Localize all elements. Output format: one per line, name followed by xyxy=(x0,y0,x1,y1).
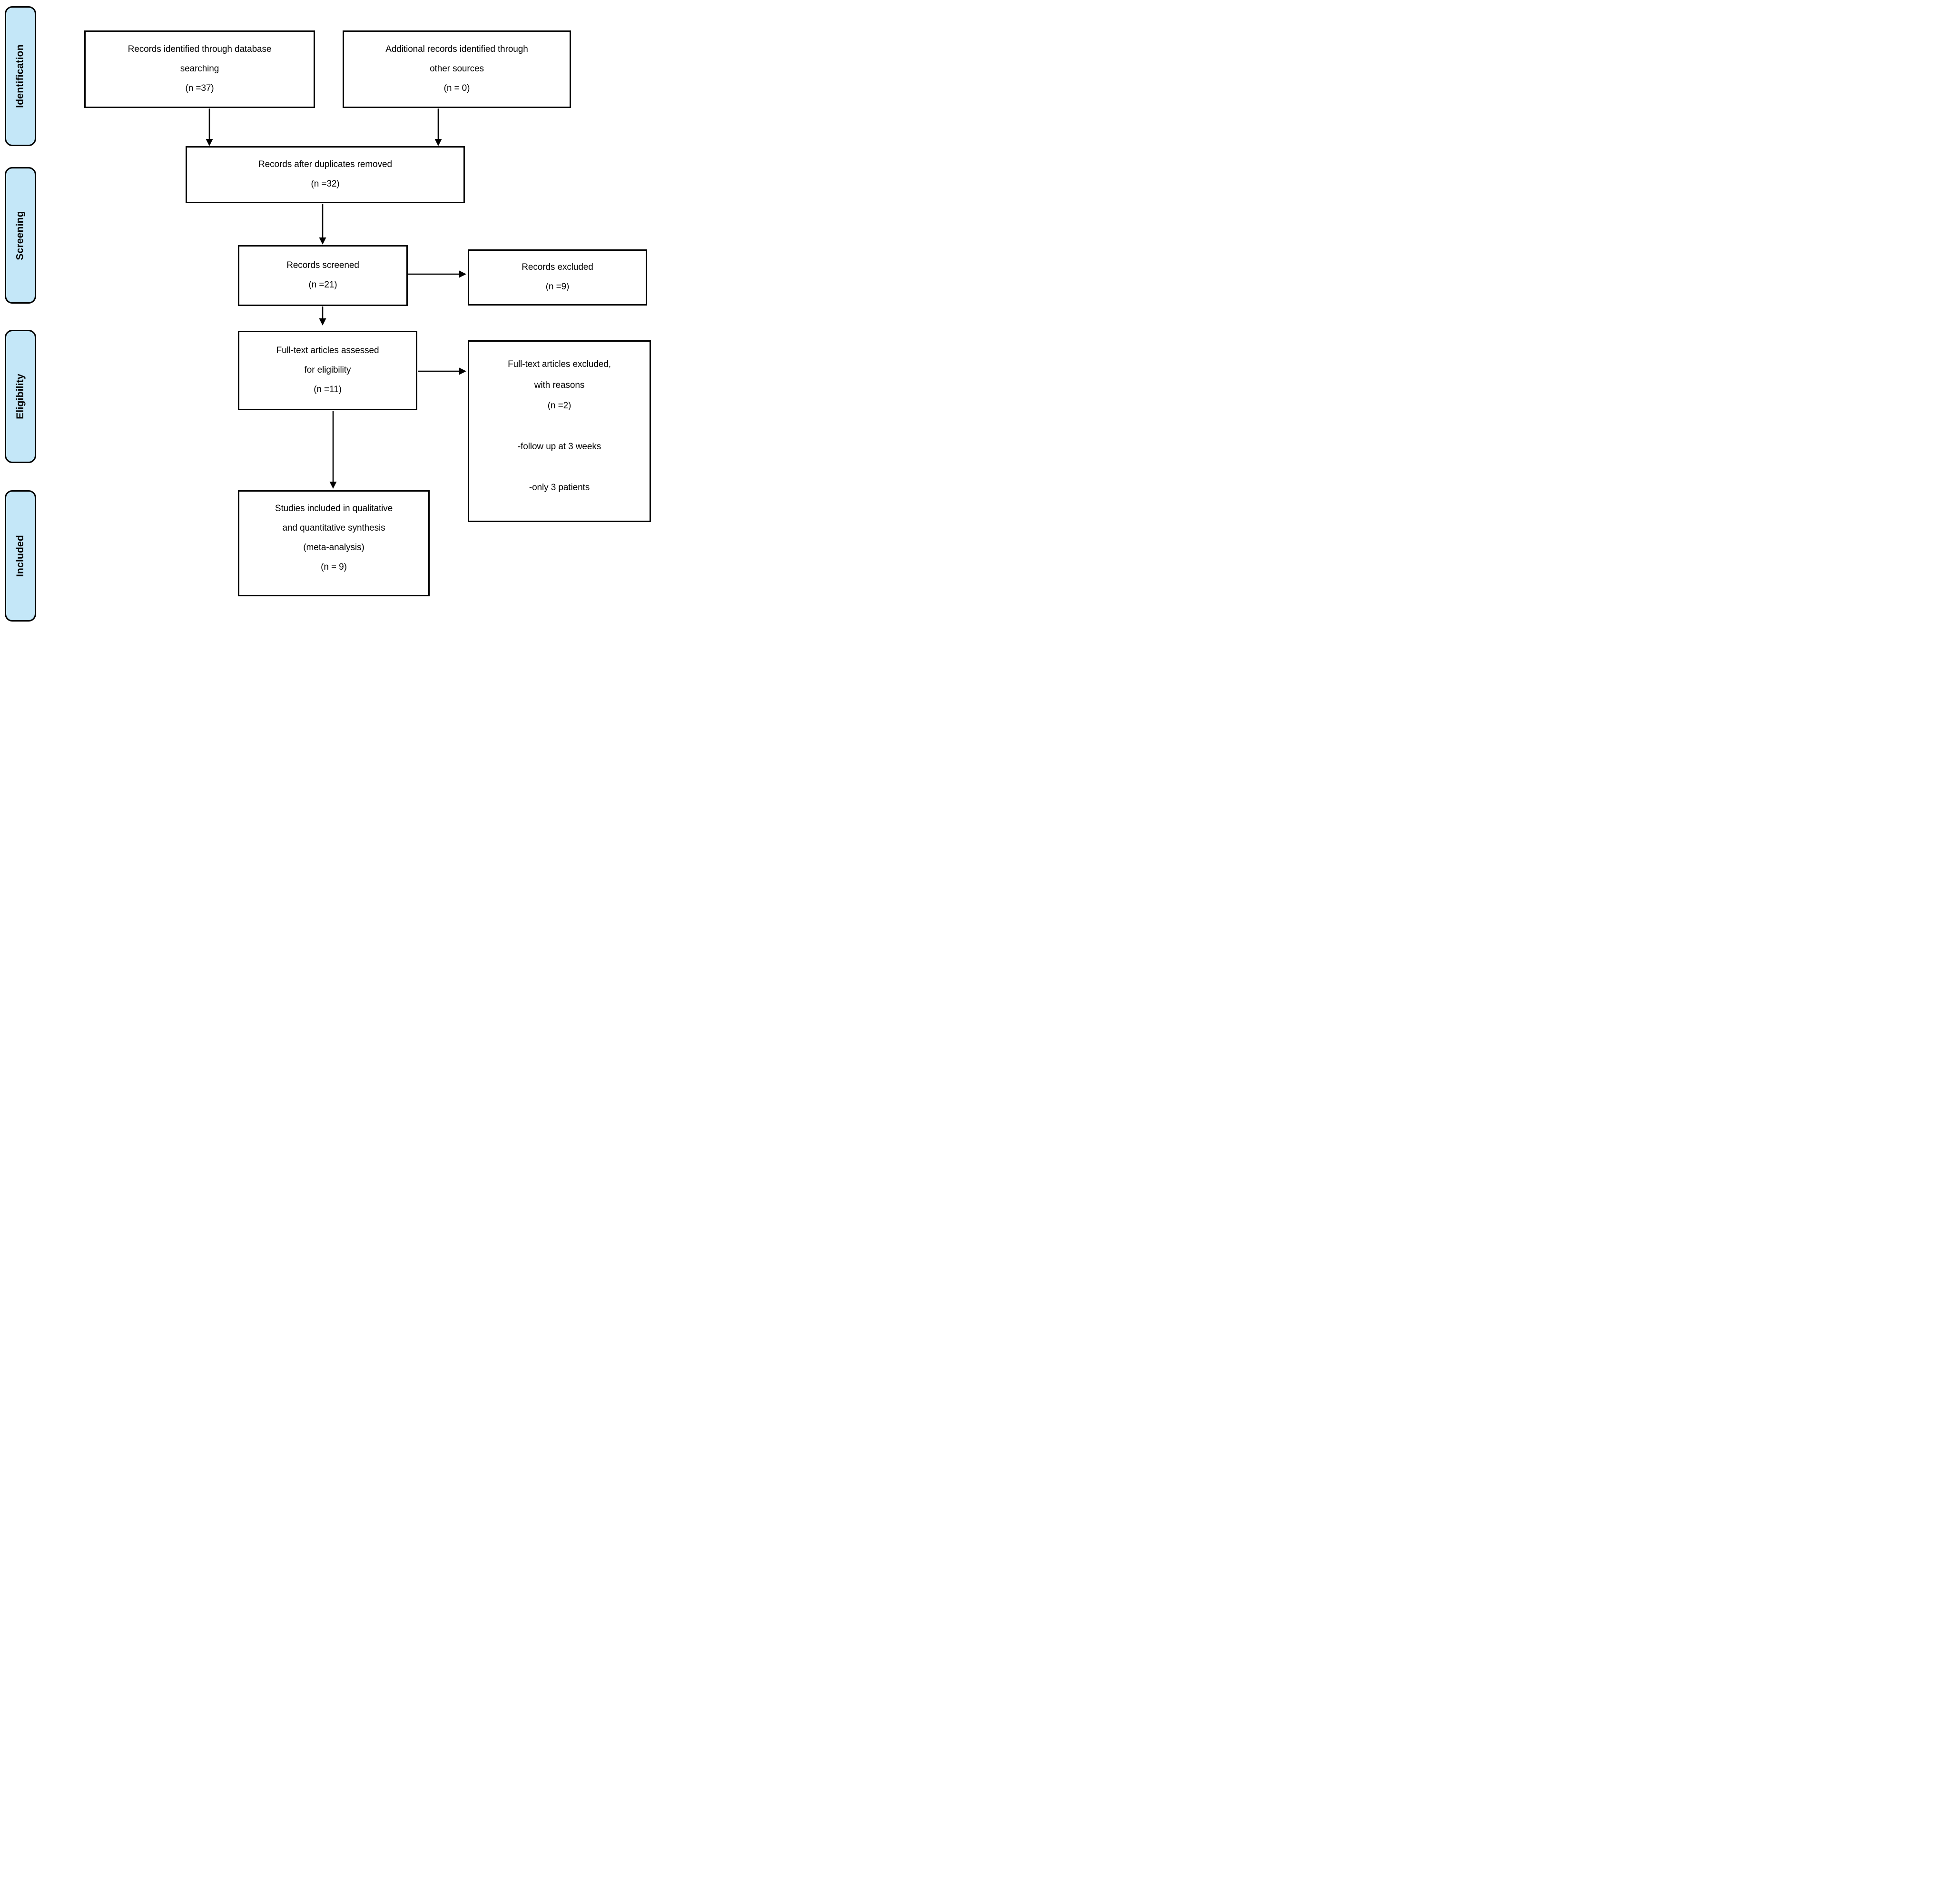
box-text-line: with reasons xyxy=(534,380,585,390)
box-text-line: other sources xyxy=(430,64,484,74)
box-count-line: (n = 0) xyxy=(443,83,470,93)
stage-identification: Identification xyxy=(5,6,36,146)
exclusion-reason: -only 3 patients xyxy=(529,482,590,493)
box-count-line: (n =9) xyxy=(545,282,570,292)
box-additional-records-other-sources: Additional records identified through ot… xyxy=(343,30,571,108)
box-text-line: Records after duplicates removed xyxy=(258,159,392,170)
box-count-line: (n =11) xyxy=(314,384,342,395)
stage-eligibility-label: Eligibility xyxy=(15,374,26,419)
box-records-identified-database: Records identified through database sear… xyxy=(84,30,315,108)
prisma-flow-diagram: Identification Screening Eligibility Inc… xyxy=(0,0,653,626)
box-text-line: (meta-analysis) xyxy=(303,542,364,553)
arrow-fulltext-to-included xyxy=(329,411,337,489)
arrow-database-to-duplicates xyxy=(206,109,213,146)
arrow-other-sources-to-duplicates xyxy=(434,109,442,146)
box-text-line: Records identified through database xyxy=(128,44,272,55)
box-text-line: Full-text articles assessed xyxy=(276,346,379,356)
arrow-screened-to-excluded xyxy=(408,270,466,278)
arrow-fulltext-to-fulltext-excluded xyxy=(418,367,466,375)
exclusion-reason: -follow up at 3 weeks xyxy=(517,442,601,452)
stage-screening-label: Screening xyxy=(15,210,26,260)
box-text-line: Records screened xyxy=(286,260,359,271)
arrow-screened-to-fulltext xyxy=(319,306,326,326)
box-records-excluded: Records excluded (n =9) xyxy=(468,249,647,306)
box-text-line: Records excluded xyxy=(522,262,593,273)
stage-included-label: Included xyxy=(15,535,26,577)
box-text-line: for eligibility xyxy=(304,365,351,375)
box-records-after-duplicates: Records after duplicates removed (n =32) xyxy=(186,146,465,203)
box-text-line: Studies included in qualitative xyxy=(275,504,393,514)
box-count-line: (n =32) xyxy=(311,179,340,189)
box-fulltext-assessed: Full-text articles assessed for eligibil… xyxy=(238,331,417,410)
box-count-line: (n = 9) xyxy=(321,562,347,572)
box-studies-included: Studies included in qualitative and quan… xyxy=(238,490,430,596)
stage-eligibility: Eligibility xyxy=(5,330,36,463)
box-records-screened: Records screened (n =21) xyxy=(238,245,408,306)
arrow-duplicates-to-screened xyxy=(319,204,326,245)
stage-screening: Screening xyxy=(5,167,36,304)
box-fulltext-excluded: Full-text articles excluded, with reason… xyxy=(468,340,651,522)
stage-identification-label: Identification xyxy=(15,44,26,108)
box-text-line: Full-text articles excluded, xyxy=(508,359,611,369)
box-text-line: searching xyxy=(180,64,219,74)
box-count-line: (n =37) xyxy=(185,83,214,93)
stage-included: Included xyxy=(5,490,36,622)
box-count-line: (n =21) xyxy=(308,280,337,290)
box-text-line: and quantitative synthesis xyxy=(282,523,385,533)
box-text-line: Additional records identified through xyxy=(385,44,528,55)
box-count-line: (n =2) xyxy=(547,401,571,411)
